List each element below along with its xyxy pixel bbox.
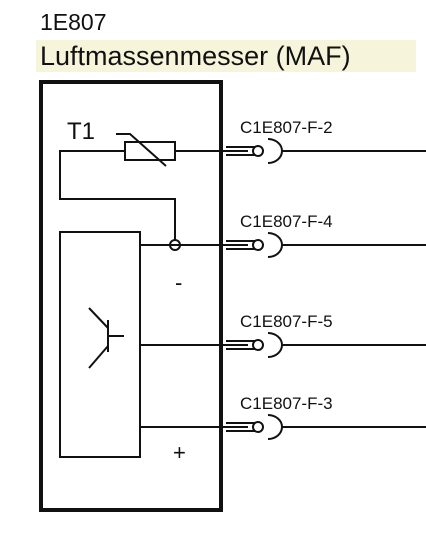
connector-pin: C1E807-F-3 xyxy=(226,394,426,440)
component-id: 1E807 xyxy=(40,9,107,35)
connector-pin-icon xyxy=(252,339,264,351)
component-title: Luftmassenmesser (MAF) xyxy=(36,40,416,72)
connector-pin-icon xyxy=(252,239,264,251)
connector-pin: C1E807-F-5 xyxy=(226,312,426,358)
connector-socket-icon xyxy=(267,138,283,164)
wire-t1-return xyxy=(59,150,176,240)
pin-label: C1E807-F-4 xyxy=(240,212,333,231)
thermistor-ref-label: T1 xyxy=(67,118,95,145)
transistor-icon xyxy=(88,307,124,369)
pin-label: C1E807-F-2 xyxy=(240,118,333,137)
plus-sign: + xyxy=(173,440,186,465)
connector-pin-icon xyxy=(252,421,264,433)
minus-sign: - xyxy=(175,270,182,295)
sensor-module xyxy=(59,231,141,458)
connector-socket-icon xyxy=(267,414,283,440)
connector-socket-icon xyxy=(267,232,283,258)
connector-pin-icon xyxy=(252,145,264,157)
connector-pin: C1E807-F-2 xyxy=(226,118,426,164)
pin-label: C1E807-F-3 xyxy=(240,394,333,413)
connector-pin: C1E807-F-4 xyxy=(226,212,426,258)
component-housing xyxy=(39,80,223,512)
pin-label: C1E807-F-5 xyxy=(240,312,333,331)
connector-socket-icon xyxy=(267,332,283,358)
